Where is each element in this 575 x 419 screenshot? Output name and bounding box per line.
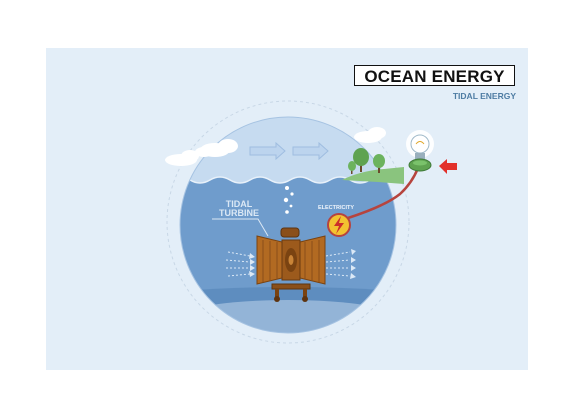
water-flow-arrowheads-right xyxy=(350,249,356,279)
arrow-right-icon xyxy=(292,141,329,161)
turbine-leader-line xyxy=(212,218,269,237)
power-cable xyxy=(347,167,420,220)
title-box: OCEAN ENERGY xyxy=(354,65,515,86)
arrow-right-icon xyxy=(249,141,286,161)
light-bulb-icon xyxy=(406,130,434,172)
lightning-icon xyxy=(327,213,351,237)
tidal-turbine-label: TIDAL xyxy=(226,199,253,209)
electricity-label: ELECTRICITY xyxy=(318,205,354,211)
land xyxy=(342,167,404,184)
page-title: OCEAN ENERGY xyxy=(364,67,505,86)
tree-icon xyxy=(353,148,369,172)
cloud-icon xyxy=(195,139,238,157)
dashed-ring xyxy=(166,100,410,344)
water-flow-icon xyxy=(225,251,251,277)
sea-bed xyxy=(180,300,396,333)
tidal-turbine-label-2: TURBINE xyxy=(219,208,259,218)
water-flow-icon xyxy=(325,251,351,277)
tree-icon xyxy=(348,161,356,174)
cloud-icon xyxy=(165,150,199,166)
globe-outline xyxy=(179,116,397,334)
page-subtitle: TIDAL ENERGY xyxy=(452,91,516,101)
tree-icon xyxy=(373,154,385,173)
bubbles-icon xyxy=(283,186,294,214)
pointer-arrow-icon xyxy=(439,159,457,174)
turbine-icon xyxy=(256,227,326,302)
cloud-icon xyxy=(354,127,386,143)
water-flow-arrowheads xyxy=(249,253,255,277)
